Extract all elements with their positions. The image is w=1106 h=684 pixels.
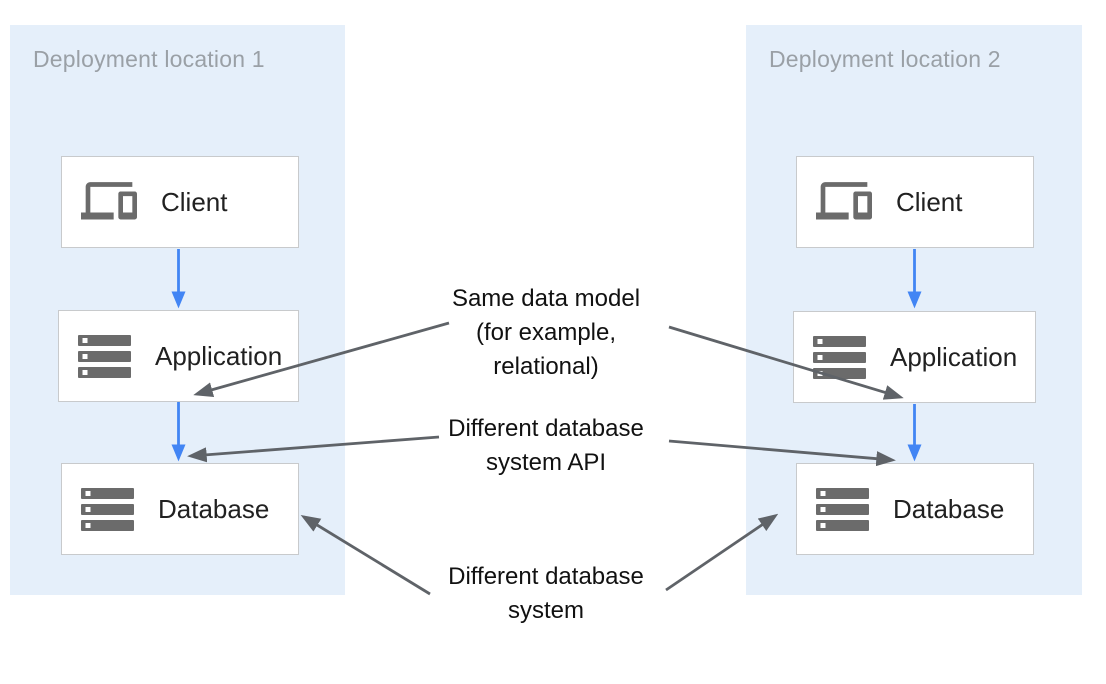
node-label: Client	[161, 186, 228, 217]
node-label: Application	[890, 341, 1018, 372]
annotation-line: system	[507, 597, 584, 624]
annotation-line: Different database	[448, 415, 644, 442]
node-label: Client	[896, 186, 963, 217]
node-label: Database	[893, 493, 1005, 524]
node-label: Application	[155, 340, 283, 371]
node-label: Database	[158, 493, 270, 524]
application-box-location1: Application	[58, 310, 299, 402]
zone-title: Deployment location 2	[769, 46, 1001, 72]
zone-title: Deployment location 1	[33, 46, 265, 72]
annotation-same-data-model: Same data model (for example, relational…	[396, 282, 696, 384]
annotation-line: (for example,	[475, 319, 617, 346]
annotation-line: system API	[485, 449, 607, 476]
storage-icon	[78, 334, 131, 378]
application-box-location2: Application	[793, 311, 1036, 403]
annotation-different-database-system: Different database system	[396, 560, 696, 628]
annotation-different-database-api: Different database system API	[396, 412, 696, 480]
annotation-line: relational)	[493, 353, 599, 380]
annotation-line: Different database	[448, 563, 644, 590]
client-box-location1: Client	[61, 156, 299, 248]
storage-icon	[81, 487, 134, 531]
devices-icon	[81, 182, 137, 220]
database-box-location2: Database	[796, 463, 1034, 555]
database-box-location1: Database	[61, 463, 299, 555]
storage-icon	[816, 487, 869, 531]
storage-icon	[813, 335, 866, 379]
client-box-location2: Client	[796, 156, 1034, 248]
annotation-line: Same data model	[451, 285, 641, 312]
devices-icon	[816, 182, 872, 220]
